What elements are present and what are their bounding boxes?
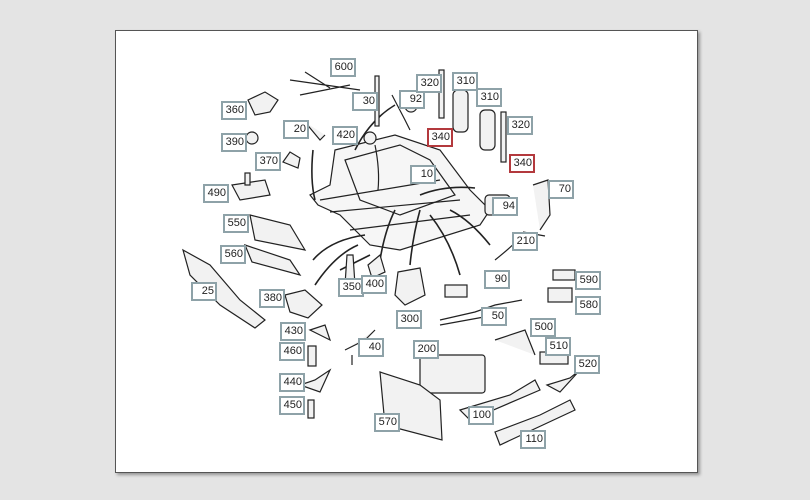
part-label-360[interactable]: 360	[221, 101, 247, 120]
part-label-310[interactable]: 310	[452, 72, 478, 91]
part-label-460[interactable]: 460	[279, 342, 305, 361]
part-label-590[interactable]: 590	[575, 271, 601, 290]
part-label-580[interactable]: 580	[575, 296, 601, 315]
part-label-570[interactable]: 570	[374, 413, 400, 432]
part-label-370[interactable]: 370	[255, 152, 281, 171]
part-label-92[interactable]: 92	[399, 90, 425, 109]
part-label-10[interactable]: 10	[410, 165, 436, 184]
pointer-arrows	[311, 104, 491, 286]
seat-frame	[309, 134, 491, 251]
part-label-390[interactable]: 390	[221, 133, 247, 152]
part-label-210[interactable]: 210	[512, 232, 538, 251]
part-label-550[interactable]: 550	[223, 214, 249, 233]
part-label-110[interactable]: 110	[520, 430, 546, 449]
part-label-440[interactable]: 440	[279, 373, 305, 392]
part-label-70[interactable]: 70	[548, 180, 574, 199]
part-label-50[interactable]: 50	[481, 307, 507, 326]
part-label-340-highlighted[interactable]: 340	[509, 154, 535, 173]
part-label-430[interactable]: 430	[280, 322, 306, 341]
part-label-320[interactable]: 320	[507, 116, 533, 135]
part-label-420[interactable]: 420	[332, 126, 358, 145]
part-label-200[interactable]: 200	[413, 340, 439, 359]
part-label-520[interactable]: 520	[574, 355, 600, 374]
part-label-94[interactable]: 94	[492, 197, 518, 216]
part-label-320[interactable]: 320	[416, 74, 442, 93]
part-label-340-highlighted[interactable]: 340	[427, 128, 453, 147]
part-label-510[interactable]: 510	[545, 337, 571, 356]
part-label-25[interactable]: 25	[191, 282, 217, 301]
part-label-30[interactable]: 30	[352, 92, 378, 111]
part-label-450[interactable]: 450	[279, 396, 305, 415]
part-label-20[interactable]: 20	[283, 120, 309, 139]
part-label-500[interactable]: 500	[530, 318, 556, 337]
part-label-90[interactable]: 90	[484, 270, 510, 289]
part-label-380[interactable]: 380	[259, 289, 285, 308]
part-label-310[interactable]: 310	[476, 88, 502, 107]
part-label-560[interactable]: 560	[220, 245, 246, 264]
part-label-100[interactable]: 100	[468, 406, 494, 425]
part-label-490[interactable]: 490	[203, 184, 229, 203]
part-label-40[interactable]: 40	[358, 338, 384, 357]
part-label-600[interactable]: 600	[330, 58, 356, 77]
part-label-400[interactable]: 400	[361, 275, 387, 294]
part-label-300[interactable]: 300	[396, 310, 422, 329]
